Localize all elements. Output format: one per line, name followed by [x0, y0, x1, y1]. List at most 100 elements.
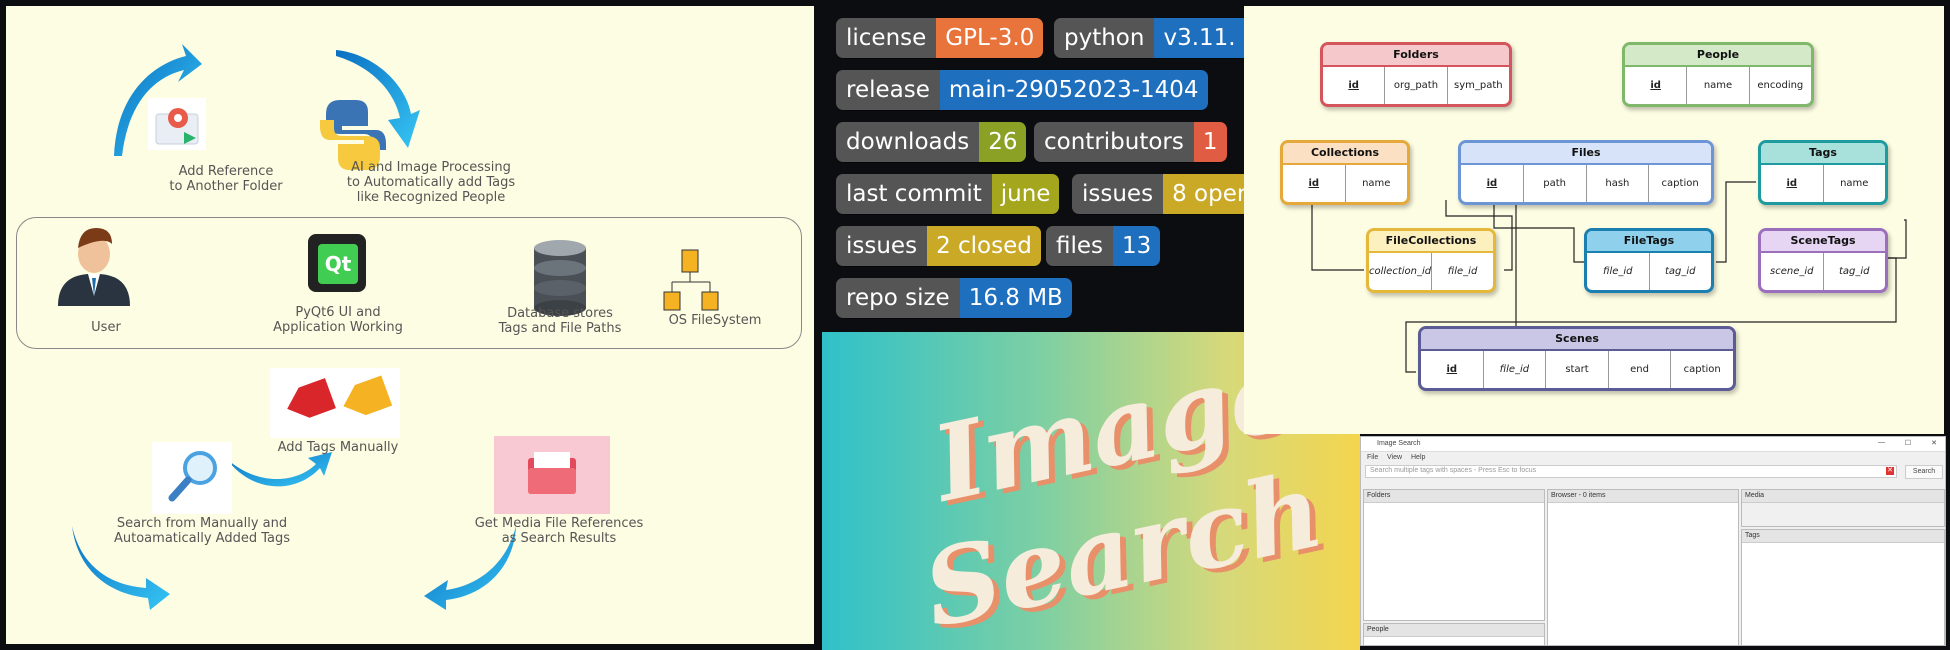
er-relations: [1311, 181, 1907, 373]
field: file_id: [1587, 253, 1650, 290]
entity-title: FileCollections: [1369, 231, 1493, 253]
badge-value: GPL-3.0: [936, 18, 1044, 58]
arrow-top-right: [336, 50, 420, 148]
badge-label: files: [1046, 226, 1114, 266]
arrow-bottom-right: [424, 526, 516, 610]
add-tags-caption: Add Tags Manually: [277, 440, 399, 455]
maximize-icon[interactable]: ☐: [1904, 440, 1911, 447]
field: collection_id: [1369, 253, 1433, 290]
media-results-caption: Get Media File References as Search Resu…: [474, 516, 644, 546]
media-dock-title: Media: [1742, 490, 1944, 503]
arrow-bottom-left: [72, 526, 170, 610]
badge-value: 8 oper: [1163, 174, 1256, 214]
field: end: [1609, 351, 1672, 388]
field: scene_id: [1761, 253, 1824, 290]
badge-label: release: [836, 70, 940, 110]
system-components-box: [16, 217, 802, 349]
field: sym_path: [1454, 80, 1503, 91]
entity-title: Tags: [1761, 143, 1885, 165]
tags-dock-title: Tags: [1742, 530, 1944, 543]
clear-search-icon[interactable]: ✕: [1886, 467, 1894, 475]
entity-title: People: [1625, 45, 1811, 67]
menu-help[interactable]: Help: [1411, 454, 1426, 461]
badge-label: license: [836, 18, 937, 58]
badge-value: 26: [979, 122, 1027, 162]
rel-filecollections-files: [1445, 200, 1513, 271]
field: name: [1362, 178, 1391, 189]
search-input[interactable]: Search multiple tags with spaces - Press…: [1365, 465, 1897, 478]
field: tag_id: [1664, 266, 1696, 277]
search-button[interactable]: Search: [1905, 465, 1943, 479]
badge-label: repo size: [836, 278, 960, 318]
window-title: Image Search: [1377, 440, 1421, 447]
badge-label: python: [1054, 18, 1155, 58]
browser-dock-title: Browser - 0 items: [1548, 490, 1738, 503]
workflow-graphics: [58, 44, 719, 610]
field: tag_id: [1838, 266, 1870, 277]
badge-label: downloads: [836, 122, 980, 162]
menu-file[interactable]: File: [1367, 454, 1379, 461]
pyqt-caption: PyQt6 UI and Application Working: [273, 305, 403, 335]
tags-dock: Tags: [1741, 529, 1945, 645]
tags-icon: [270, 368, 400, 438]
minimize-icon[interactable]: —: [1878, 439, 1885, 446]
title-bar: Image Search — ☐ ✕: [1361, 437, 1945, 452]
badge-value: 16.8 MB: [959, 278, 1072, 318]
field: hash: [1587, 165, 1650, 202]
badge-value: june: [991, 174, 1060, 214]
field: file_id: [1484, 351, 1547, 388]
entity-title: Scenes: [1421, 329, 1733, 351]
rel-filecollections-collections: [1311, 204, 1364, 271]
ai-processing-caption: AI and Image Processing to Automatically…: [346, 160, 516, 205]
entity-title: Files: [1461, 143, 1711, 165]
search-placeholder: Search multiple tags with spaces - Press…: [1370, 467, 1537, 474]
add-reference-caption: Add Reference to Another Folder: [169, 164, 283, 194]
badge-value: 1: [1193, 122, 1227, 162]
database-caption: Database stores Tags and File Paths: [498, 306, 622, 336]
entity-title: FileTags: [1587, 231, 1711, 253]
database-icon: [534, 240, 586, 316]
field-pk: id: [1421, 351, 1484, 388]
close-window-icon[interactable]: ✕: [1931, 440, 1937, 447]
folder-link-icon: [148, 98, 206, 150]
folder-tree-icon: [663, 249, 719, 311]
qt-logo-text: Qt: [324, 252, 352, 276]
menu-view[interactable]: View: [1387, 454, 1403, 461]
entity-title: SceneTags: [1761, 231, 1885, 253]
field: name: [1687, 67, 1750, 104]
people-dock: People: [1363, 623, 1545, 645]
badge-value: main-29052023-1404: [939, 70, 1208, 110]
badge-label: last commit: [836, 174, 992, 214]
field: caption: [1661, 178, 1699, 189]
field: encoding: [1757, 80, 1804, 91]
badge-value: 13: [1113, 226, 1161, 266]
field: path: [1524, 165, 1587, 202]
field: name: [1840, 178, 1869, 189]
user-avatar-icon: [58, 228, 130, 306]
browser-dock: Browser - 0 items: [1547, 489, 1739, 645]
search-caption: Search from Manually and Autoamatically …: [114, 516, 290, 546]
arrow-top-left: [114, 44, 202, 156]
folders-dock-title: Folders: [1364, 490, 1544, 503]
entity-title: Collections: [1283, 143, 1407, 165]
field: caption: [1683, 364, 1721, 375]
